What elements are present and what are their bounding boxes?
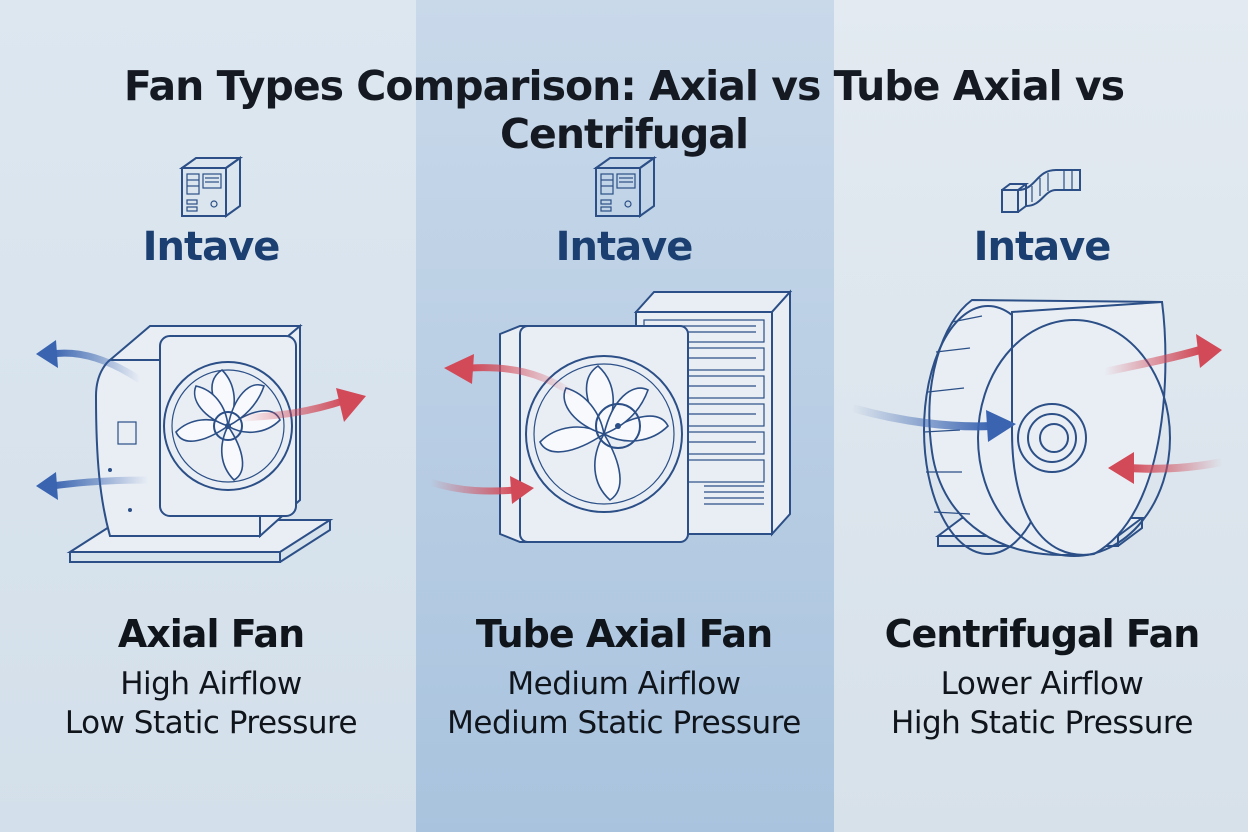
fan-name: Tube Axial Fan [475,612,773,656]
pressure-label: Medium Static Pressure [447,705,801,741]
intake-label: Intave [142,224,281,270]
server-box-icon [178,156,244,218]
intake-label: Intave [555,224,694,270]
axial-fan-illustration [36,323,366,563]
intake-label: Intave [973,224,1112,270]
server-box-icon [592,156,658,218]
page-title: Fan Types Comparison: Axial vs Tube Axia… [123,62,1125,158]
tube-axial-fan-illustration [430,289,793,543]
airflow-label: High Airflow [120,666,302,702]
centrifugal-fan-illustration [852,298,1223,557]
fan-name: Centrifugal Fan [884,612,1201,656]
airflow-label: Lower Airflow [940,666,1144,702]
pressure-label: High Static Pressure [891,705,1193,741]
pressure-label: Low Static Pressure [64,705,358,741]
airflow-label: Medium Airflow [507,666,741,702]
duct-icon [1001,169,1081,213]
fan-name: Axial Fan [117,612,305,656]
